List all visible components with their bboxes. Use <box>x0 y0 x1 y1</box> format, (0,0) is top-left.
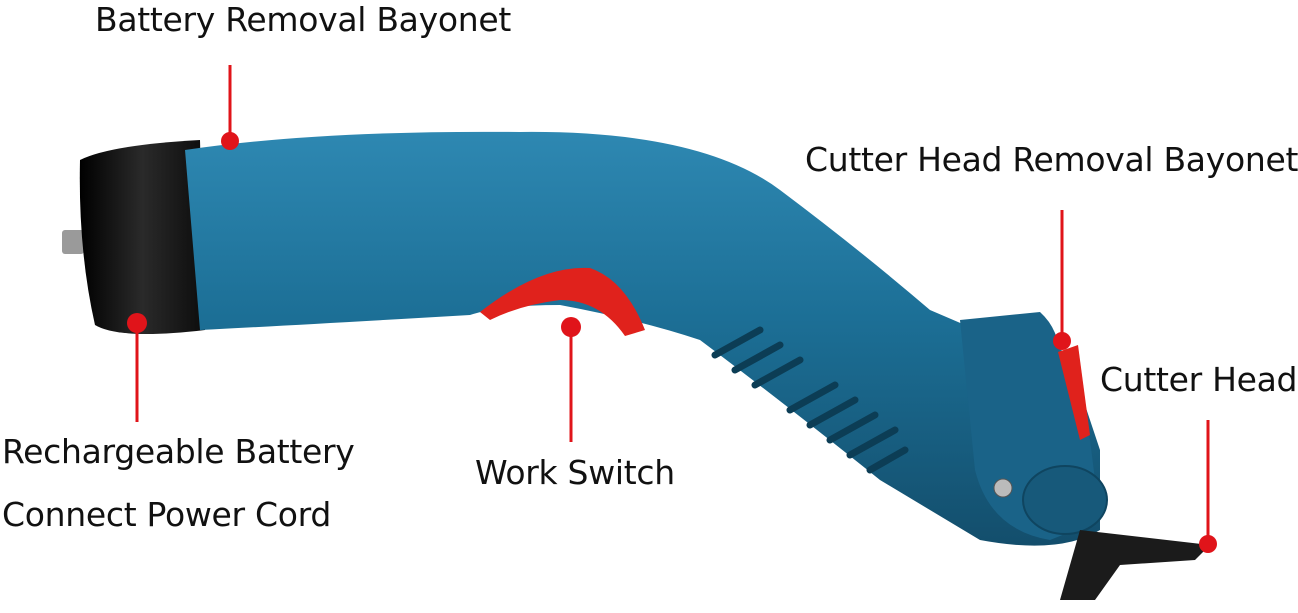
vent-slots <box>711 326 909 474</box>
label-cutter-head-removal-bayonet: Cutter Head Removal Bayonet <box>805 140 1298 179</box>
battery-pack <box>79 140 205 334</box>
callout-lines <box>127 65 1217 553</box>
screw <box>993 478 1013 498</box>
label-cutter-head: Cutter Head <box>1100 360 1298 399</box>
label-battery-removal-bayonet: Battery Removal Bayonet <box>95 0 511 39</box>
cutter-knob <box>1022 465 1108 535</box>
cutter-bayonet <box>1058 345 1090 440</box>
cutter-blade <box>1060 530 1210 600</box>
label-rechargeable-battery: Rechargeable Battery <box>2 432 355 471</box>
work-switch-trigger <box>480 267 645 336</box>
label-work-switch: Work Switch <box>475 453 675 492</box>
label-connect-power-cord: Connect Power Cord <box>2 495 331 534</box>
power-connector <box>62 230 84 254</box>
